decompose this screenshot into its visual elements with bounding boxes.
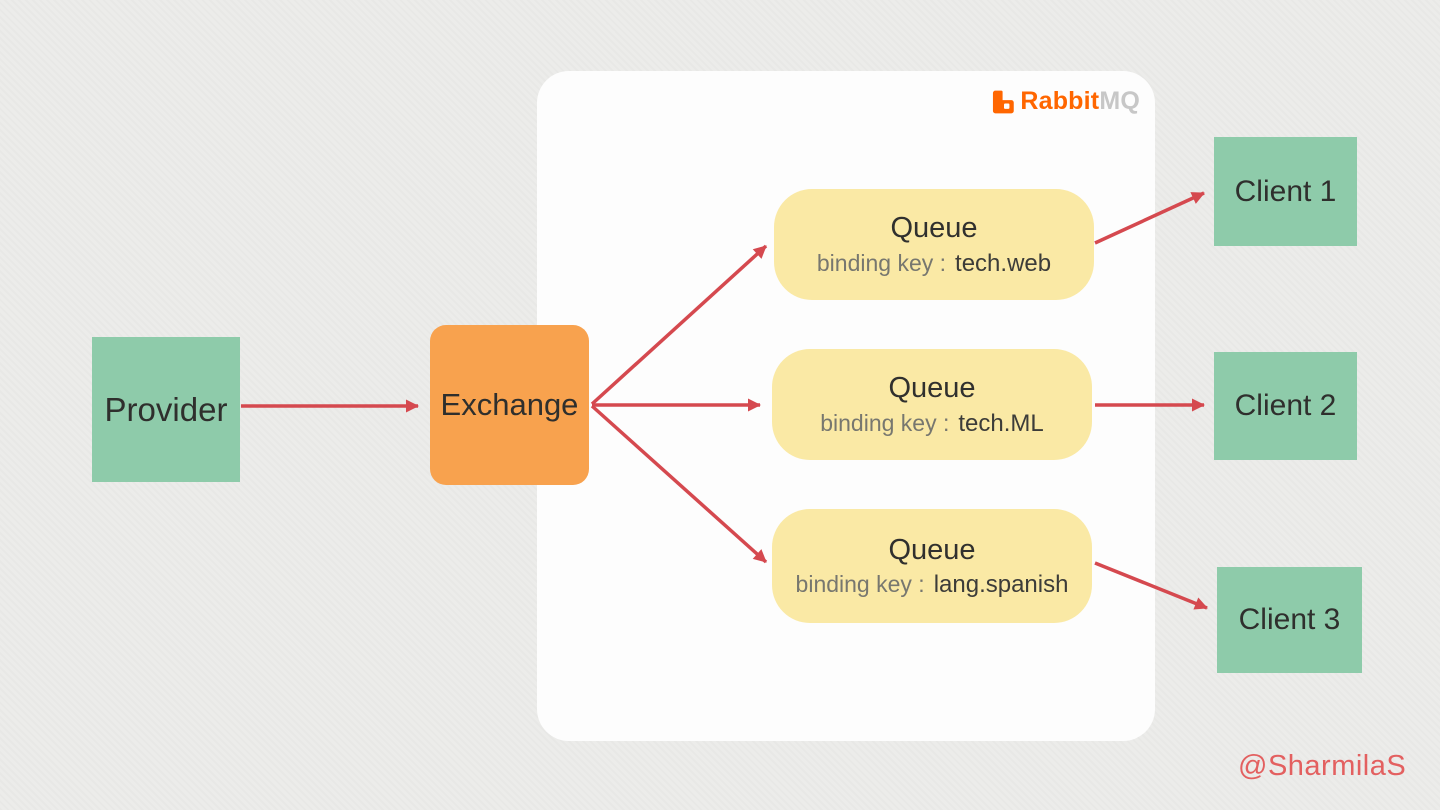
queue-2-binding-label: binding key : [820, 409, 950, 436]
client-3-label: Client 3 [1238, 603, 1341, 636]
logo-brand-text: Rabbit [1020, 87, 1100, 115]
rabbitmq-logo: Rabbit MQ [991, 87, 1140, 116]
client-1-label: Client 1 [1234, 174, 1337, 208]
queue-node-2: Queue binding key : tech.ML [772, 349, 1092, 460]
client-node-1: Client 1 [1214, 137, 1357, 246]
queue-1-binding: binding key : tech.web [817, 250, 1051, 278]
queue-2-binding-key: tech.ML [958, 409, 1044, 437]
queue-2-binding: binding key : tech.ML [820, 410, 1044, 438]
client-node-2: Client 2 [1214, 352, 1357, 460]
client-2-label: Client 2 [1234, 389, 1337, 422]
logo-suffix-text: MQ [1099, 87, 1140, 115]
exchange-label: Exchange [440, 387, 579, 422]
queue-node-3: Queue binding key : lang.spanish [772, 509, 1092, 623]
provider-node: Provider [92, 337, 240, 482]
rabbitmq-icon [991, 89, 1017, 115]
queue-2-title: Queue [888, 372, 976, 405]
queue-1-title: Queue [890, 212, 978, 245]
queue-1-binding-label: binding key : [816, 249, 947, 276]
queue-3-binding-label: binding key : [795, 571, 925, 598]
author-watermark: @SharmilaS [1238, 750, 1407, 782]
queue-3-binding: binding key : lang.spanish [796, 571, 1069, 599]
queue-3-title: Queue [888, 533, 976, 566]
client-node-3: Client 3 [1217, 567, 1362, 673]
queue-node-1: Queue binding key : tech.web [774, 189, 1094, 300]
provider-label: Provider [104, 390, 228, 428]
queue-1-binding-key: tech.web [955, 249, 1052, 277]
queue-3-binding-key: lang.spanish [933, 571, 1069, 599]
exchange-node: Exchange [430, 325, 589, 485]
